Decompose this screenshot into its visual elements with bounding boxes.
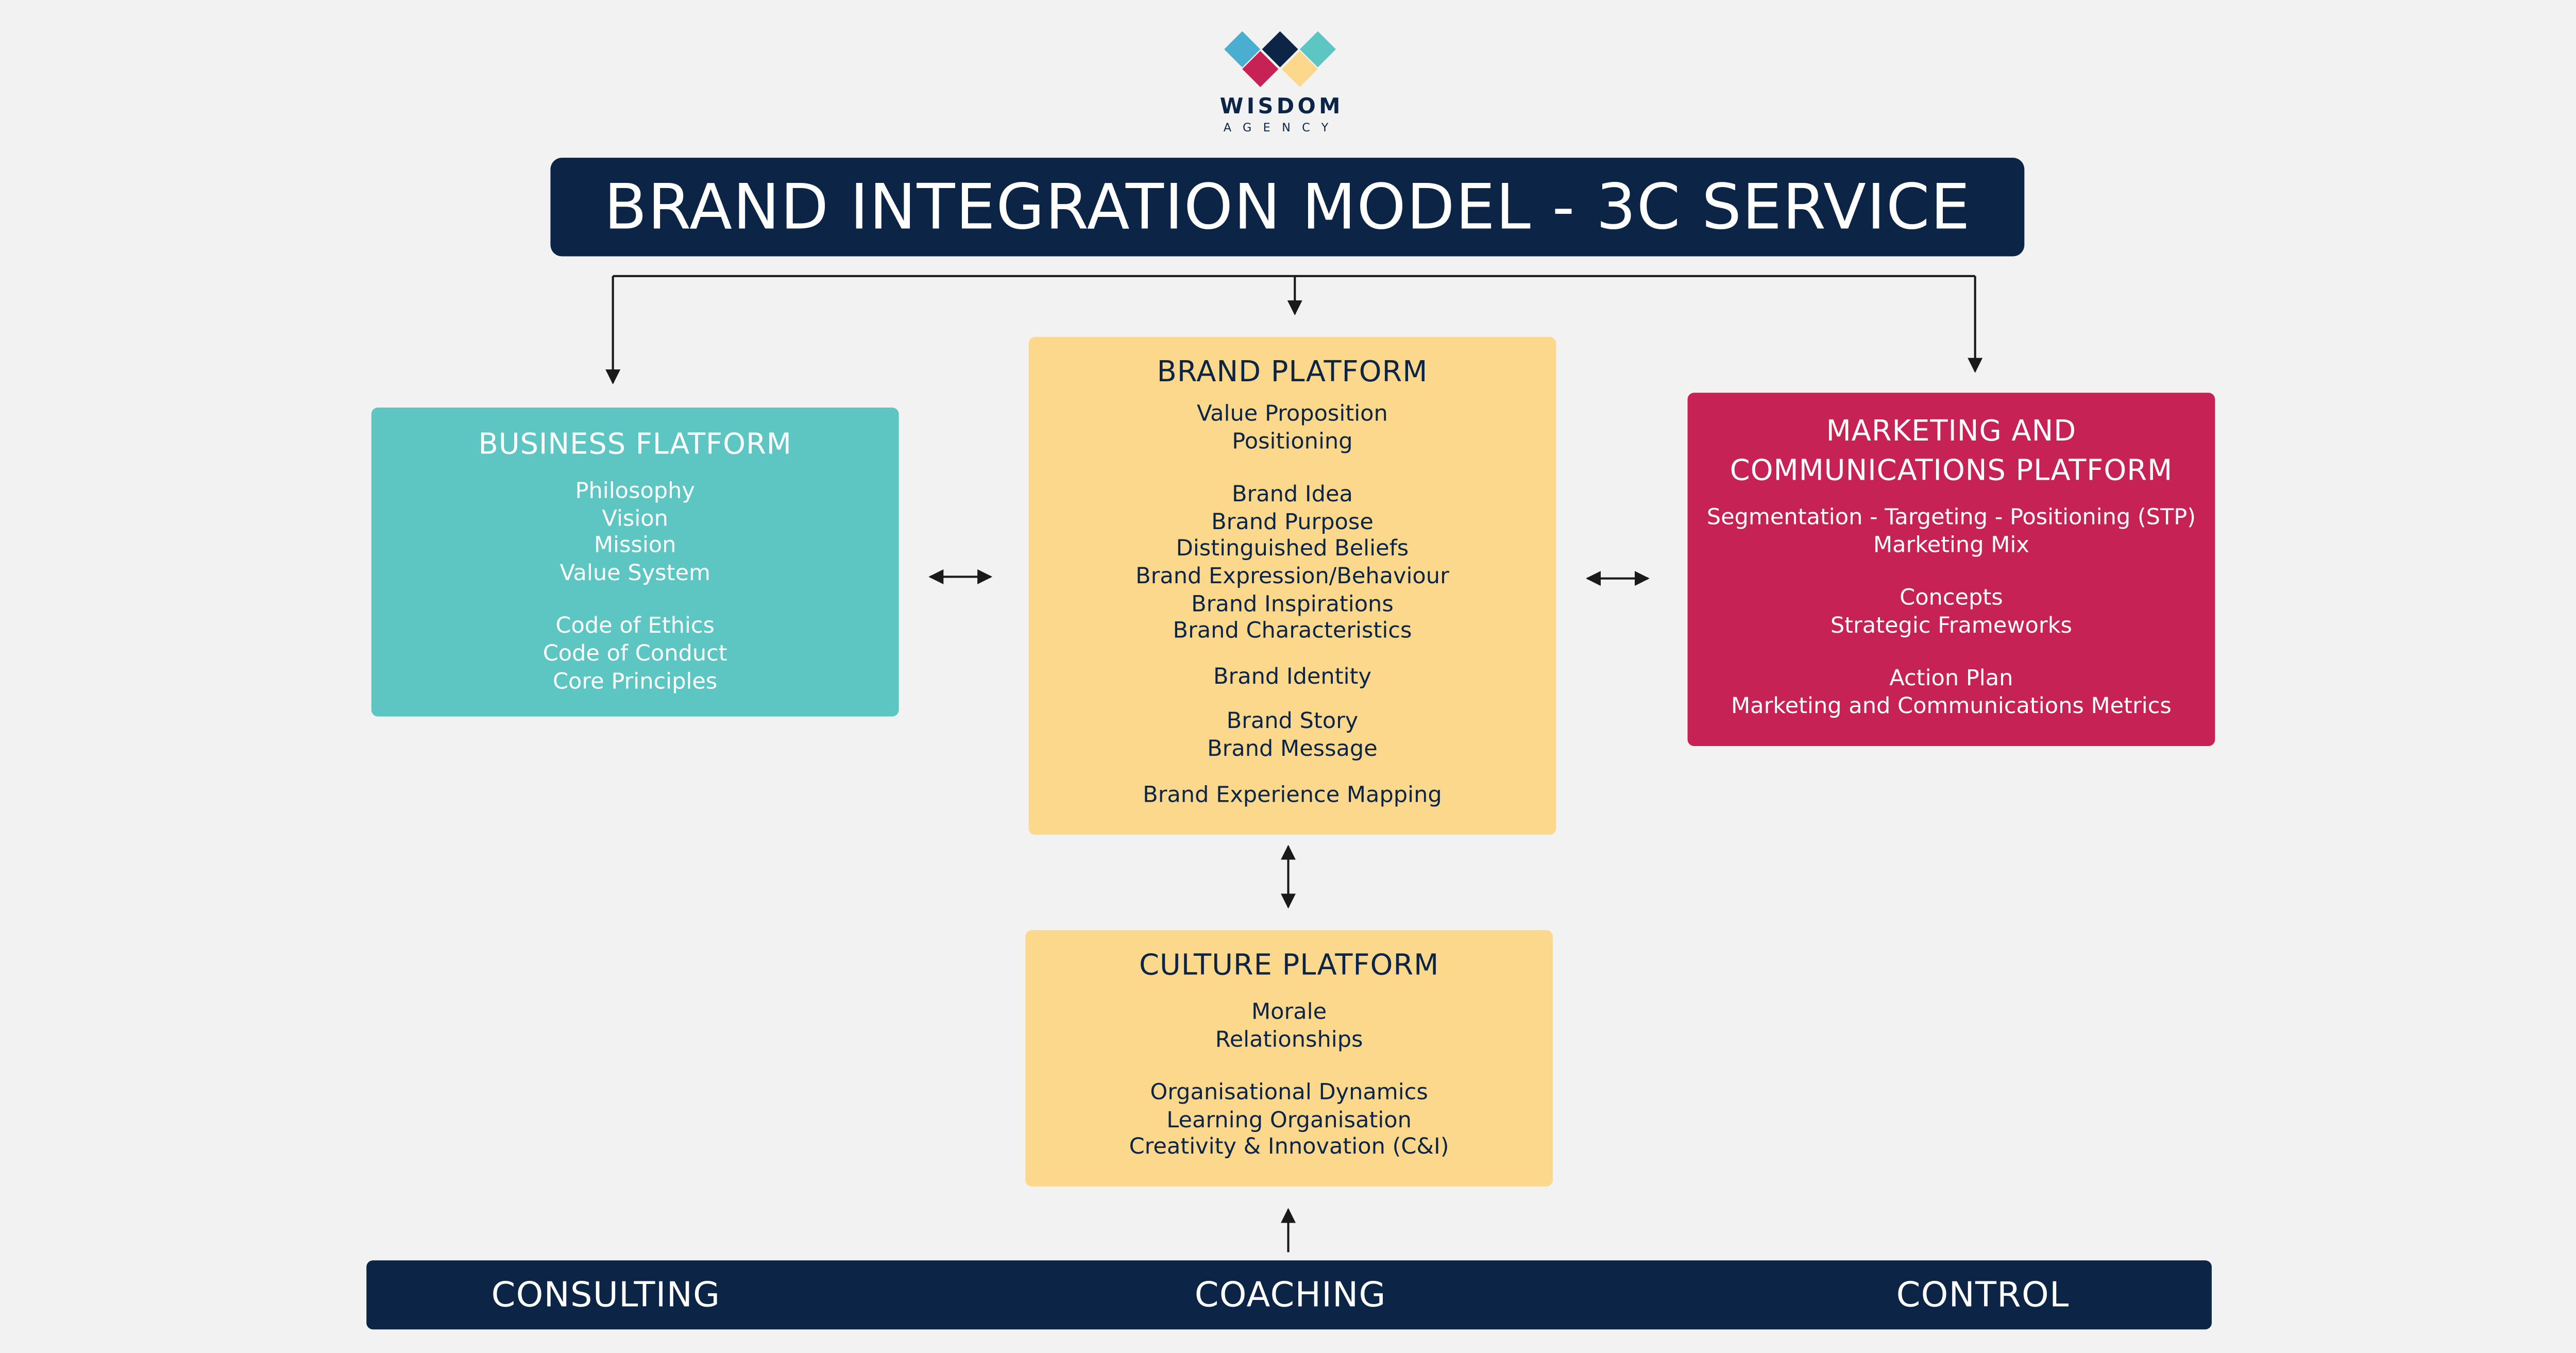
brand-item: Brand Expression/Behaviour [1136,563,1449,590]
business-platform-title: BUSINESS FLATFORM [478,429,792,462]
business-item: Value System [560,560,710,586]
brand-item: Brand Message [1207,736,1378,763]
marketing-item: Marketing Mix [1873,532,2029,559]
business-item: Code of Conduct [543,640,727,667]
brand-platform-box: BRAND PLATFORM Value Proposition Positio… [1028,336,1556,835]
brand-platform-title: BRAND PLATFORM [1157,357,1428,390]
business-platform-box: BUSINESS FLATFORM Philosophy Vision Miss… [371,407,899,717]
business-item: Philosophy [575,478,695,505]
brand-item: Brand Inspirations [1191,590,1394,617]
marketing-item: Segmentation - Targeting - Positioning (… [1706,504,2196,531]
coaching-label: COACHING [1194,1275,1386,1315]
brand-item: Brand Purpose [1211,509,1374,536]
marketing-platform-title-line2: COMMUNICATIONS PLATFORM [1730,455,2173,488]
title-banner: BRAND INTEGRATION MODEL - 3C SERVICE [550,158,2025,257]
control-label: CONTROL [1896,1275,2070,1315]
brand-item: Value Proposition [1197,401,1388,428]
page-title: BRAND INTEGRATION MODEL - 3C SERVICE [604,171,1971,244]
business-item: Code of Ethics [555,613,715,640]
culture-item: Morale [1251,999,1327,1026]
consulting-label: CONSULTING [491,1275,721,1315]
brand-item: Brand Story [1226,708,1359,735]
culture-item: Learning Organisation [1166,1107,1412,1134]
brand-item: Brand Identity [1213,663,1371,690]
service-bar: CONSULTING COACHING CONTROL [366,1260,2212,1330]
marketing-item: Marketing and Communications Metrics [1731,693,2172,720]
business-item: Mission [594,532,676,559]
marketing-item: Concepts [1900,585,2003,612]
culture-item: Organisational Dynamics [1150,1080,1428,1107]
culture-item: Relationships [1215,1026,1363,1053]
wisdom-logo-icon [1224,31,1336,88]
culture-platform-box: CULTURE PLATFORM Morale Relationships Or… [1025,930,1553,1187]
brand-item: Brand Experience Mapping [1143,781,1442,808]
marketing-item: Action Plan [1889,666,2013,692]
logo-name: WISDOM [1219,95,1344,120]
brand-item: Brand Characteristics [1173,618,1412,645]
business-item: Vision [602,505,668,532]
business-item: Core Principles [552,668,718,695]
logo-subtitle: AGENCY [1223,122,1340,135]
marketing-platform-title-line1: MARKETING AND [1826,415,2077,449]
brand-item: Brand Idea [1232,482,1353,509]
culture-item: Creativity & Innovation (C&I) [1129,1134,1449,1161]
marketing-platform-box: MARKETING AND COMMUNICATIONS PLATFORM Se… [1687,393,2215,746]
marketing-item: Strategic Frameworks [1830,612,2072,639]
brand-item: Distinguished Beliefs [1176,536,1409,563]
culture-platform-title: CULTURE PLATFORM [1139,950,1439,983]
brand-item: Positioning [1232,428,1353,455]
